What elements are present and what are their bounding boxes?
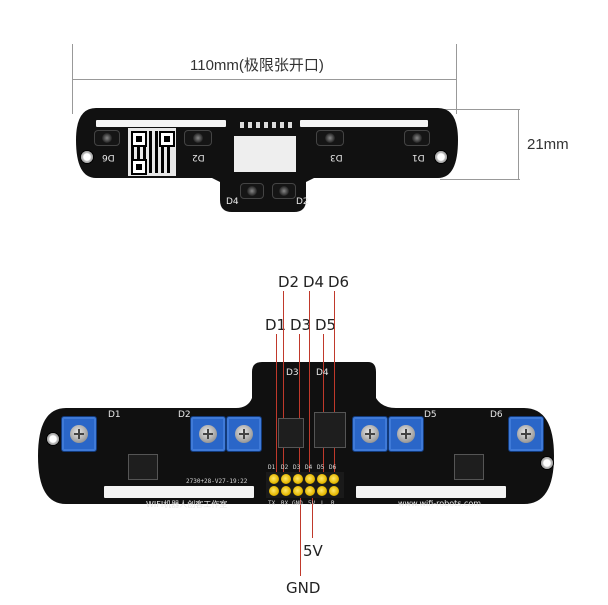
callout-line-d4 (309, 291, 310, 474)
height-dimension-bottom-tick (440, 179, 520, 180)
silk-d4: D4 (316, 368, 329, 378)
header-label-l: L (321, 500, 325, 507)
header-label-d3: D3 (293, 464, 301, 471)
top-sensor-d6 (94, 130, 120, 146)
top-silk-bar-left (96, 120, 226, 127)
header-label-gnd: GND (292, 500, 303, 507)
top-sensor-d3 (316, 130, 344, 146)
callout-d3: D3 (290, 316, 312, 334)
bottom-board-figure: D2 D4 D6 D1 D3 D5 D1 D2 D3 D4 D5 D6 (0, 250, 608, 605)
header-label-5v: 5V (308, 500, 316, 507)
width-dimension-label: 110mm(极限张开口) (190, 57, 324, 74)
silk-date: 2730+28-V27-19:22 (186, 478, 248, 485)
callout-gnd: GND (286, 579, 321, 597)
top-mount-hole-right (434, 150, 448, 164)
callout-d5: D5 (315, 316, 337, 334)
callout-5v: 5V (303, 542, 323, 560)
top-sensor-label-d2: D2 (192, 152, 205, 162)
pin-header (266, 472, 344, 498)
top-sensor-d2 (184, 130, 212, 146)
pin-6-bottom[interactable] (329, 486, 339, 496)
width-dimension-line (72, 79, 457, 80)
callout-line-d3 (299, 334, 300, 474)
potentiometer-d6[interactable] (508, 416, 544, 452)
chip-left (128, 454, 158, 480)
callout-d1: D1 (265, 316, 287, 334)
top-center-pads (240, 122, 292, 128)
potentiometer-d5a[interactable] (352, 416, 388, 452)
header-label-d5: D5 (317, 464, 325, 471)
chip-center-right (314, 412, 346, 448)
potentiometer-d2b[interactable] (226, 416, 262, 452)
top-sensor-d1 (404, 130, 430, 146)
top-sensor-d4 (240, 183, 264, 199)
pin-1-bottom[interactable] (269, 486, 279, 496)
silk-d3: D3 (286, 368, 299, 378)
silk-studio: WIFI机器人创客工作室 (146, 500, 228, 509)
top-mount-hole-left (80, 150, 94, 164)
potentiometer-d5b[interactable] (388, 416, 424, 452)
height-dimension-line (518, 109, 519, 180)
potentiometer-d2a[interactable] (190, 416, 226, 452)
top-sensor-label-d4: D4 (226, 197, 239, 207)
pin-1-top[interactable] (269, 474, 279, 484)
top-sensor-label-d1: D1 (412, 152, 425, 162)
top-board-figure: 110mm(极限张开口) 21mm D6 D2 D3 D1 D4 D2 (0, 0, 608, 240)
pin-5-bottom[interactable] (317, 486, 327, 496)
header-label-d4: D4 (305, 464, 313, 471)
pin-4-bottom[interactable] (305, 486, 315, 496)
header-label-d1: D1 (268, 464, 276, 471)
chip-right (454, 454, 484, 480)
bottom-mount-hole-left (46, 432, 60, 446)
header-label-d6: D6 (329, 464, 337, 471)
pin-2-top[interactable] (281, 474, 291, 484)
bottom-silk-bar-right (356, 486, 506, 498)
silk-website: www.wifi-robots.com (398, 499, 482, 508)
chip-center-left (278, 418, 304, 448)
pin-6-top[interactable] (329, 474, 339, 484)
potentiometer-d1[interactable] (61, 416, 97, 452)
bottom-mount-hole-right (540, 456, 554, 470)
pin-2-bottom[interactable] (281, 486, 291, 496)
height-dimension-top-tick (440, 109, 520, 110)
callout-line-d6 (334, 291, 335, 474)
qr-code-finder-tl (131, 131, 147, 147)
header-label-tx: TX (268, 500, 276, 507)
silk-d1: D1 (108, 410, 121, 420)
callout-line-5v (312, 494, 313, 538)
pin-3-top[interactable] (293, 474, 303, 484)
qr-code-finder-bl (131, 159, 147, 175)
callout-line-d2 (283, 291, 284, 474)
top-sensor-label-d2b: D2 (296, 197, 309, 207)
silk-d2: D2 (178, 410, 191, 420)
callout-d6: D6 (328, 273, 350, 291)
callout-d2: D2 (278, 273, 300, 291)
callout-d4: D4 (303, 273, 325, 291)
header-label-rx: RX (281, 500, 289, 507)
header-label-r: R (331, 500, 335, 507)
pin-5-top[interactable] (317, 474, 327, 484)
pin-4-top[interactable] (305, 474, 315, 484)
silk-d5: D5 (424, 410, 437, 420)
bottom-silk-bar-left (104, 486, 254, 498)
callout-line-gnd (300, 494, 301, 576)
qr-code-finder-tr (159, 131, 175, 147)
top-sensor-label-d6: D6 (102, 152, 115, 162)
callout-line-d1 (276, 334, 277, 474)
top-center-label-block (234, 136, 296, 172)
top-sensor-d2b (272, 183, 296, 199)
top-sensor-label-d3: D3 (330, 152, 343, 162)
silk-d6: D6 (490, 410, 503, 420)
header-label-d2: D2 (281, 464, 289, 471)
top-silk-bar-right (300, 120, 428, 127)
callout-line-d5 (323, 334, 324, 474)
height-dimension-label: 21mm (527, 136, 569, 153)
pin-3-bottom[interactable] (293, 486, 303, 496)
